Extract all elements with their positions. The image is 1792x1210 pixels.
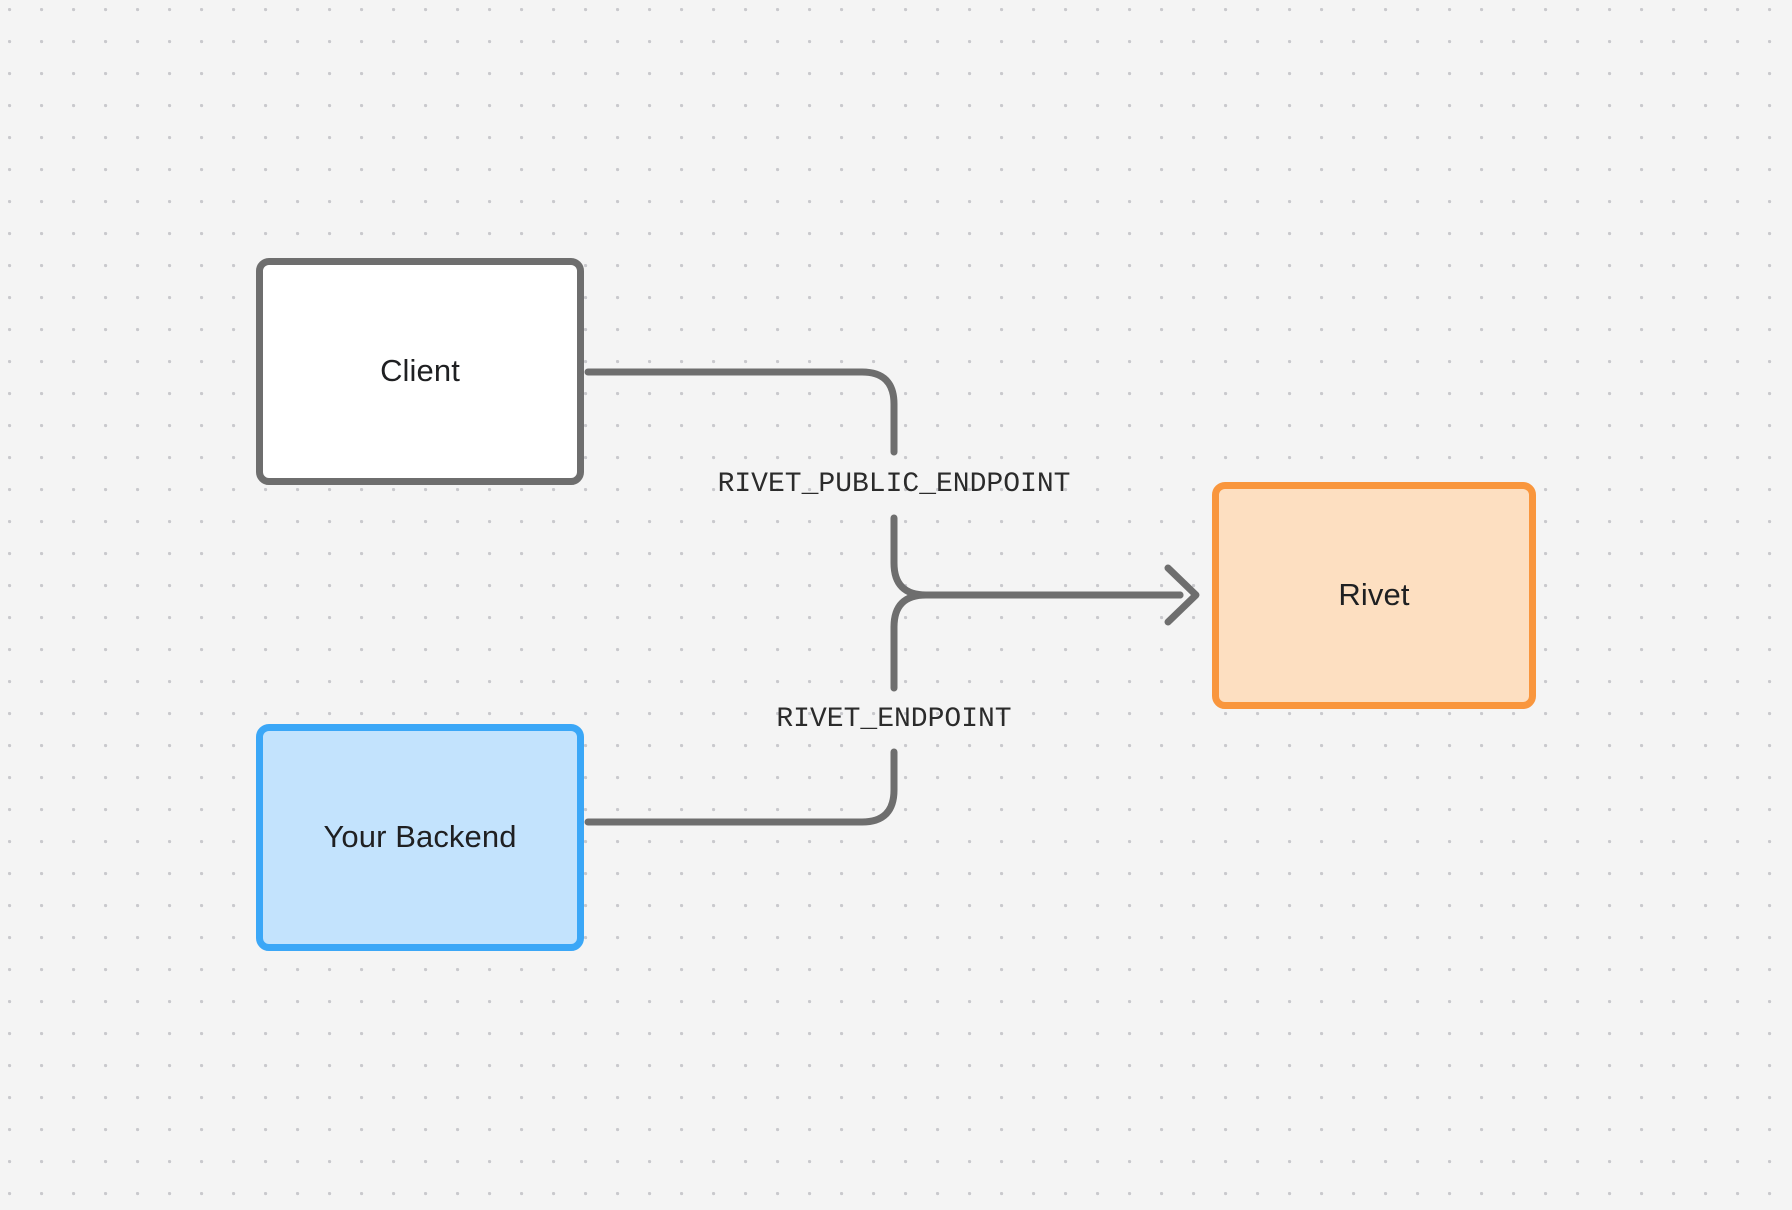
edge-client-to-rivet-lower bbox=[890, 514, 1184, 599]
node-client[interactable]: Client bbox=[256, 258, 584, 485]
node-rivet[interactable]: Rivet bbox=[1212, 482, 1536, 709]
node-rivet-label: Rivet bbox=[1338, 577, 1410, 613]
node-your-backend-label: Your Backend bbox=[323, 819, 517, 855]
edge-backend-to-rivet-upper bbox=[890, 591, 1184, 692]
edge-client-to-rivet-upper bbox=[584, 368, 898, 456]
edge-label-rivet-public-endpoint: RIVET_PUBLIC_ENDPOINT bbox=[717, 469, 1071, 500]
node-client-label: Client bbox=[380, 353, 460, 389]
edge-backend-to-rivet-lower bbox=[584, 748, 898, 826]
node-your-backend[interactable]: Your Backend bbox=[256, 724, 584, 951]
arrowhead-icon bbox=[1164, 564, 1200, 626]
edge-label-rivet-endpoint: RIVET_ENDPOINT bbox=[776, 704, 1012, 735]
